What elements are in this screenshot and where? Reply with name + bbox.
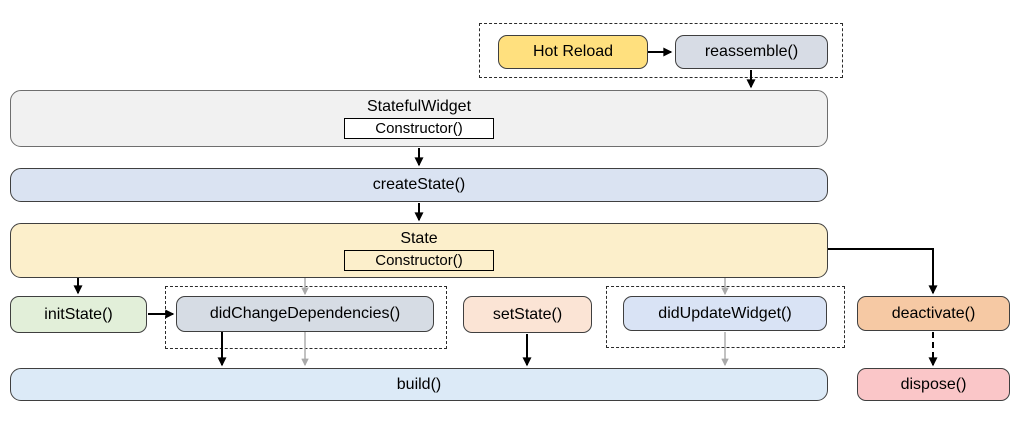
node-build: build() (10, 368, 828, 401)
node-label: StatefulWidget (366, 97, 472, 115)
node-label: State (400, 229, 438, 247)
node-reassemble: reassemble() (675, 35, 828, 69)
node-label: deactivate() (891, 304, 976, 322)
node-label: initState() (44, 305, 113, 323)
constructor-box: Constructor() (344, 118, 494, 140)
node-label: Hot Reload (532, 43, 614, 61)
node-stateful-widget: StatefulWidget Constructor() (10, 90, 828, 147)
node-did-update-widget: didUpdateWidget() (623, 296, 827, 331)
node-label: dispose() (900, 375, 967, 393)
node-label: setState() (492, 305, 563, 323)
node-label: didUpdateWidget() (658, 304, 792, 322)
node-init-state: initState() (10, 296, 147, 333)
node-create-state: createState() (10, 168, 828, 202)
node-deactivate: deactivate() (857, 296, 1010, 331)
node-state: State Constructor() (10, 223, 828, 278)
node-label: didChangeDependencies() (209, 305, 401, 323)
node-label: reassemble() (704, 43, 799, 61)
node-hot-reload: Hot Reload (498, 35, 648, 69)
hot-reload-group (479, 23, 843, 78)
node-label: build() (396, 375, 442, 393)
node-label: createState() (372, 176, 466, 194)
constructor-box: Constructor() (344, 250, 494, 272)
node-did-change-dependencies: didChangeDependencies() (176, 296, 434, 332)
node-set-state: setState() (463, 296, 592, 333)
node-dispose: dispose() (857, 368, 1010, 401)
